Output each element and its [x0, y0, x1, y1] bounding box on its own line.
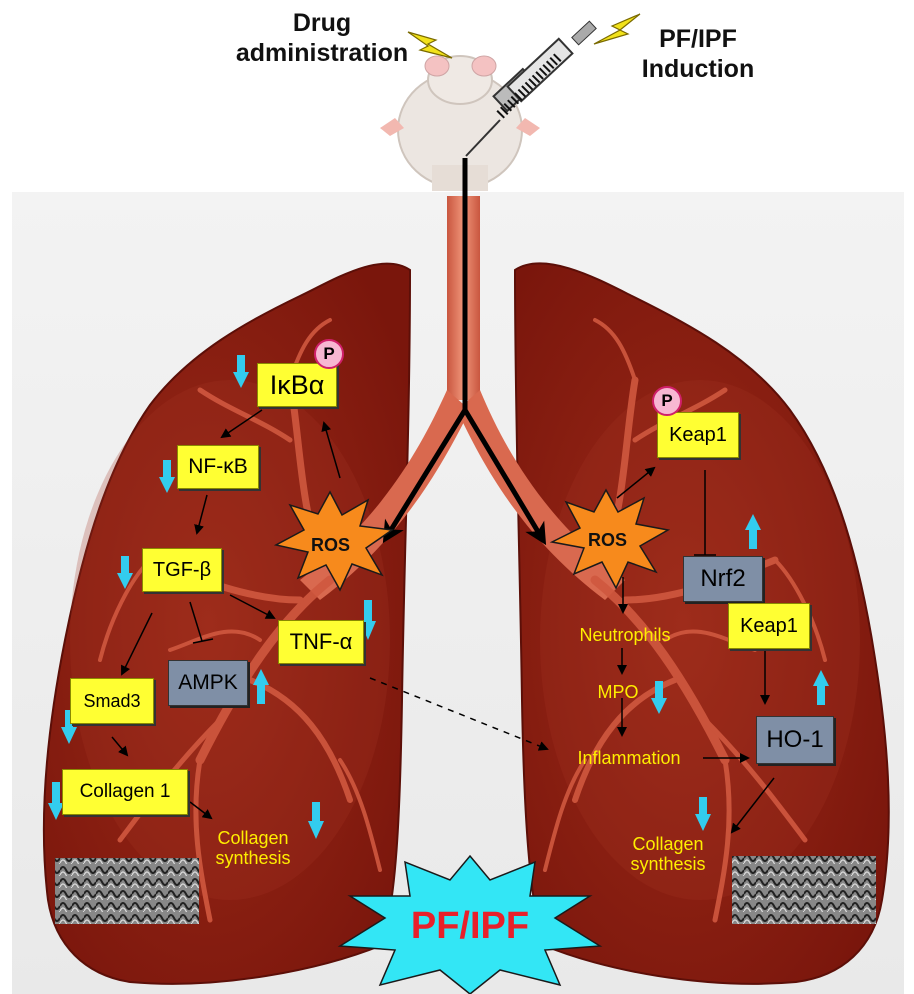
ho1-label: HO-1 [766, 726, 823, 754]
tgfb-box: TGF-β [142, 548, 222, 592]
keap1-mid-box: Keap1 [728, 603, 810, 649]
mpo-label: MPO [588, 682, 648, 702]
keap1-top-box: Keap1 [657, 412, 739, 458]
neutrophils-label: Neutrophils [560, 625, 690, 645]
nfkb-label: NF-κB [188, 455, 248, 479]
histology-image-right [732, 856, 876, 924]
collagen-word: Collagen [612, 834, 724, 854]
inflammation-label: Inflammation [554, 748, 704, 768]
p-badge-label: P [661, 391, 672, 411]
ros-label-left: ROS [311, 535, 350, 556]
phospho-badge-left: P [314, 339, 344, 369]
tnfa-box: TNF-α [278, 620, 364, 664]
collagen-word: Collagen [198, 828, 308, 848]
pf-ipf-induction-label: PF/IPF Induction [628, 24, 768, 84]
synthesis-word: synthesis [198, 848, 308, 868]
phospho-badge-right: P [652, 386, 682, 416]
drug-administration-label: Drug administration [232, 8, 412, 68]
ikba-label: IκBα [270, 370, 325, 401]
smad3-label: Smad3 [83, 691, 140, 712]
induction-line1: PF/IPF [628, 24, 768, 54]
nrf2-label: Nrf2 [700, 565, 745, 593]
nrf2-box: Nrf2 [683, 556, 763, 602]
collagen1-label: Collagen 1 [80, 781, 171, 803]
induction-line2: Induction [628, 54, 768, 84]
nfkb-box: NF-κB [177, 445, 259, 489]
tnfa-label: TNF-α [290, 629, 353, 655]
keap1-top-label: Keap1 [669, 424, 727, 447]
collagen-synthesis-right: Collagen synthesis [612, 834, 724, 874]
ampk-label: AMPK [178, 671, 238, 695]
keap1-mid-label: Keap1 [740, 615, 798, 638]
ros-label-right: ROS [588, 530, 627, 551]
p-badge-label: P [323, 344, 334, 364]
drug-line1: Drug [232, 8, 412, 38]
collagen-synthesis-left: Collagen synthesis [198, 828, 308, 868]
ho1-box: HO-1 [756, 716, 834, 764]
ampk-box: AMPK [168, 660, 248, 706]
drug-line2: administration [232, 38, 412, 68]
lightning-icon-left [408, 32, 452, 58]
pfipf-title: PF/IPF [390, 905, 550, 948]
tgfb-label: TGF-β [153, 559, 211, 582]
histology-image-left [55, 858, 199, 924]
ikba-box: IκBα [257, 363, 337, 407]
smad3-box: Smad3 [70, 678, 154, 724]
synthesis-word: synthesis [612, 854, 724, 874]
collagen1-box: Collagen 1 [62, 769, 188, 815]
